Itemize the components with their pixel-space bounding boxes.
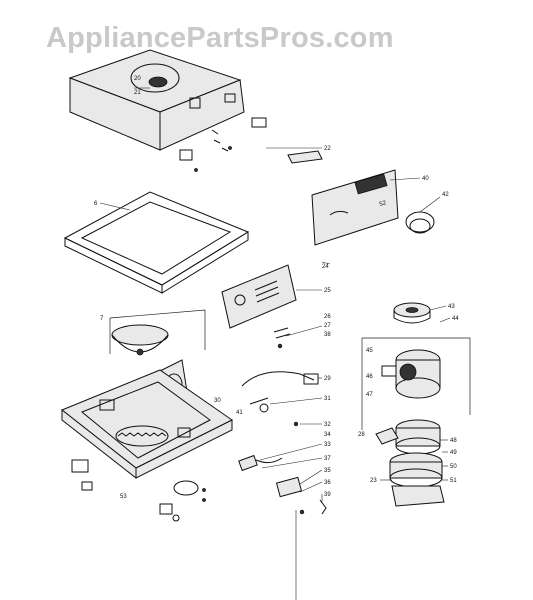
bracket-part: [287, 150, 323, 164]
callout-50: 50: [450, 464, 457, 470]
callout-53: 53: [120, 494, 127, 500]
leader-lines: [99, 87, 451, 600]
callout-37: 37: [324, 456, 331, 462]
motor-pulley: [393, 302, 431, 324]
callout-32: 32: [324, 422, 331, 428]
callout-47: 47: [366, 392, 373, 398]
control-panel: 52: [311, 169, 399, 246]
callout-40: 40: [422, 176, 429, 182]
knob-ring: [405, 211, 435, 234]
lower-assembly-group-box: [109, 309, 206, 354]
callout-labels: 6 7 20 21 22 23 24 25 26 27 28 29 30 31 …: [94, 76, 459, 500]
callout-28: 28: [358, 432, 365, 438]
callout-23: 23: [370, 478, 377, 484]
callout-48: 48: [450, 438, 457, 444]
callout-51: 51: [450, 478, 457, 484]
switch-parts: [273, 327, 299, 427]
callout-20: 20: [134, 76, 141, 82]
callout-31: 31: [324, 396, 331, 402]
callout-38: 38: [324, 332, 331, 338]
callout-29: 29: [324, 376, 331, 382]
agitator-cap: [111, 324, 169, 356]
pump-assembly: [375, 419, 445, 507]
label-plate: [221, 264, 297, 329]
callout-24: 24: [322, 264, 329, 270]
callout-41: 41: [236, 410, 243, 416]
base-hardware: [71, 459, 206, 522]
callout-34: 34: [324, 432, 331, 438]
callout-45: 45: [366, 348, 373, 354]
top-cover-hardware: [179, 117, 267, 172]
top-cover: [68, 49, 245, 151]
callout-30: 30: [214, 398, 221, 404]
callout-27: 27: [324, 323, 331, 329]
callout-42: 42: [442, 192, 449, 198]
callout-6: 6: [94, 201, 98, 207]
callout-22: 22: [324, 146, 331, 152]
callout-25: 25: [324, 288, 331, 294]
watermark: AppliancePartsPros.com: [46, 22, 394, 54]
callout-33: 33: [324, 442, 331, 448]
base-chassis: [61, 369, 233, 480]
callout-39: 39: [324, 492, 331, 498]
svg-text:52: 52: [379, 200, 388, 208]
callout-43: 43: [448, 304, 455, 310]
wiring-harness: [241, 371, 319, 413]
hose-assembly: [238, 454, 327, 515]
gasket-frame: [63, 191, 250, 294]
callout-49: 49: [450, 450, 457, 456]
motor-group-box: [361, 337, 471, 430]
callout-7: 7: [100, 316, 104, 322]
callout-46: 46: [366, 374, 373, 380]
callout-44: 44: [452, 316, 459, 322]
callout-21: 21: [134, 90, 141, 96]
callout-36: 36: [324, 480, 331, 486]
callout-26: 26: [324, 314, 331, 320]
drive-motor: [381, 349, 441, 399]
callout-35: 35: [324, 468, 331, 474]
